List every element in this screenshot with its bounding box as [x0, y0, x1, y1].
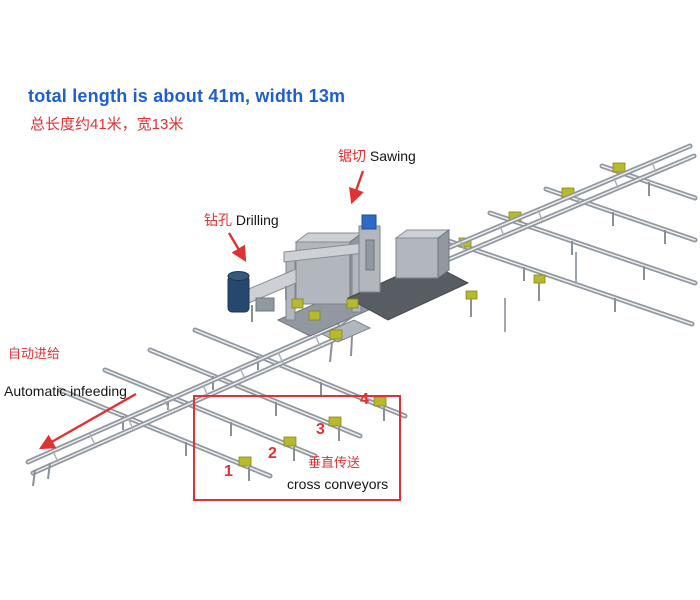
conveyor-number-4: 4: [360, 391, 369, 408]
conveyor-number-2: 2: [268, 445, 277, 462]
sawing-label-zh: 锯切: [338, 148, 366, 164]
drilling-label-zh: 钻孔: [204, 212, 232, 228]
infeed-cross-conveyors: [57, 327, 408, 481]
cross-conveyors-label-zh: 垂直传送: [308, 455, 361, 470]
annotation-graphics: [38, 170, 401, 501]
cross-conveyors-highlight-box: [193, 395, 401, 501]
conveyor-number-1: 1: [224, 463, 233, 480]
sawing-label: 锯切 Sawing: [338, 148, 416, 165]
cross-conveyors-label-en: cross conveyors: [287, 476, 389, 492]
sawing-machine: [346, 214, 470, 321]
drilling-label: 钻孔 Drilling: [204, 212, 279, 229]
infeeding-label-zh: 自动进给: [8, 346, 61, 361]
title-english: total length is about 41m, width 13m: [28, 86, 346, 106]
drilling-arrow: [227, 232, 247, 263]
infeeding-arrow: [38, 392, 137, 450]
drilling-label-en: Drilling: [235, 212, 279, 228]
conveyor-number-3: 3: [316, 421, 325, 438]
outfeed-main-rail: [433, 143, 697, 266]
sawing-label-en: Sawing: [369, 148, 416, 164]
infeeding-label-en: Automatic infeeding: [4, 383, 127, 399]
title-chinese: 总长度约41米，宽13米: [30, 116, 184, 133]
sawing-arrow: [349, 170, 365, 205]
